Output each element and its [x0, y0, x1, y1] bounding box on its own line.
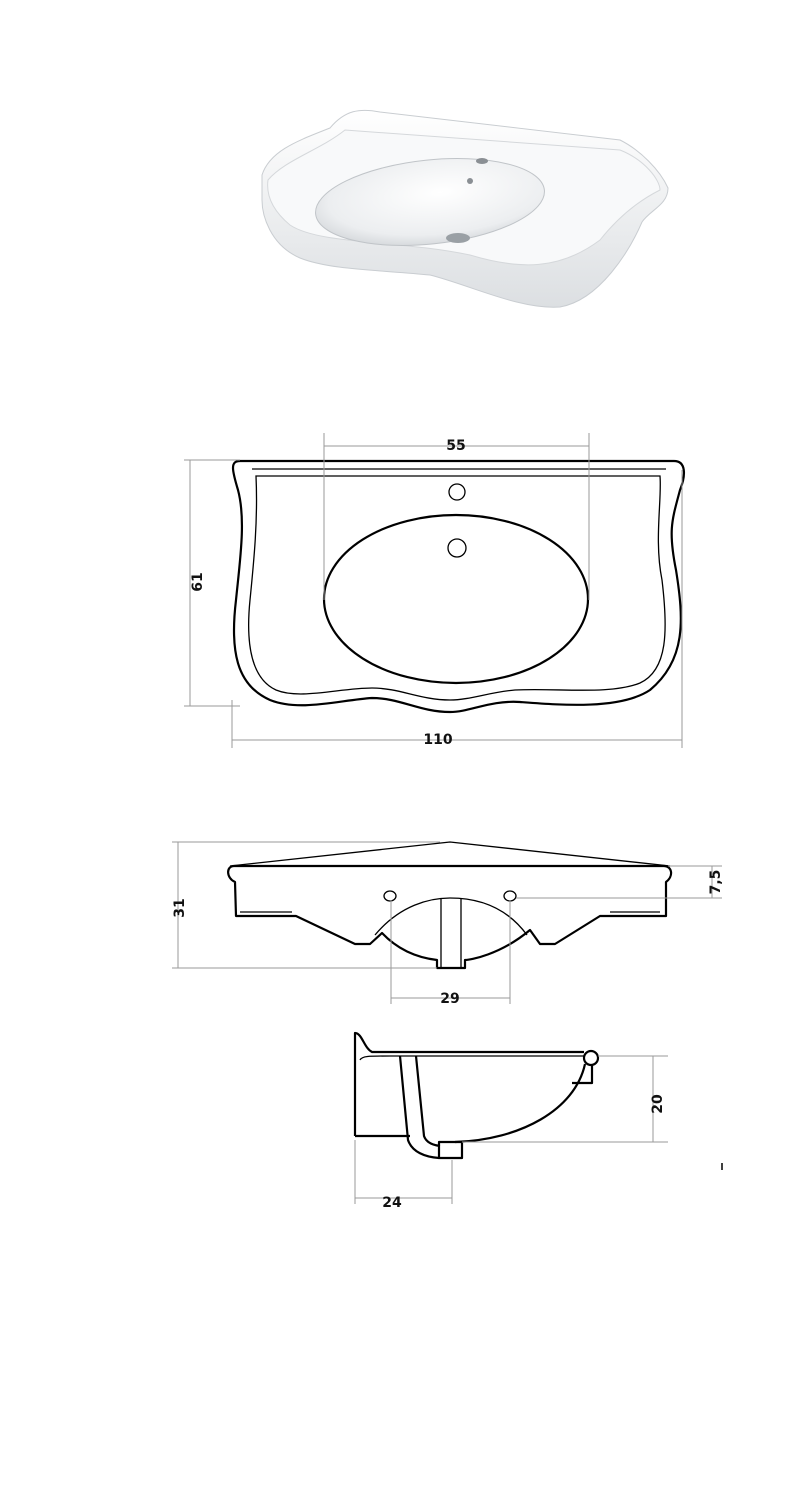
inner-rim-outline — [248, 475, 666, 701]
product-photo — [261, 109, 669, 308]
side-view: 20 24 — [353, 1031, 723, 1211]
overflow-hole-icon — [467, 178, 473, 184]
drain-pipe — [440, 898, 462, 968]
dimension-label: 110 — [423, 732, 452, 748]
top-view: 55 61 110 — [184, 433, 686, 748]
drain-icon — [446, 233, 470, 243]
bowl-arc — [374, 897, 528, 936]
dimension-7-5: 7,5 — [516, 865, 724, 899]
dimension-label: 61 — [190, 572, 206, 591]
tap-hole-icon — [476, 158, 488, 164]
dimension-label: 55 — [446, 438, 465, 454]
fixing-hole-right — [503, 890, 517, 902]
dimension-label: 20 — [650, 1094, 666, 1114]
dimension-31: 31 — [172, 841, 440, 969]
drain-outlet — [437, 1140, 464, 1160]
tap-deck-slope — [229, 841, 671, 867]
front-outline — [227, 864, 673, 970]
front-view: 31 7,5 29 — [172, 841, 724, 1007]
dimension-label: 29 — [440, 991, 459, 1007]
rim-line — [359, 1055, 584, 1061]
dimension-55: 55 — [323, 433, 590, 600]
overflow-hole — [447, 538, 467, 558]
dimension-label: 31 — [172, 898, 188, 917]
tap-hole — [448, 483, 466, 501]
fixing-hole-left — [383, 890, 397, 902]
dimension-24: 24 — [354, 1140, 453, 1211]
dimension-29: 29 — [390, 900, 511, 1007]
basin-outline — [231, 459, 686, 714]
basin-bowl — [315, 158, 545, 246]
dimension-label: 24 — [382, 1195, 402, 1211]
dimension-110: 110 — [231, 470, 683, 748]
bowl-profile — [454, 1063, 594, 1144]
dimension-20: 20 — [462, 1055, 668, 1143]
back-plate — [353, 1031, 584, 1136]
dimension-label: 7,5 — [708, 870, 724, 895]
bowl-outline — [322, 513, 590, 685]
dimension-61: 61 — [184, 459, 240, 707]
front-roll — [582, 1049, 600, 1067]
overflow-channel — [398, 1055, 441, 1160]
